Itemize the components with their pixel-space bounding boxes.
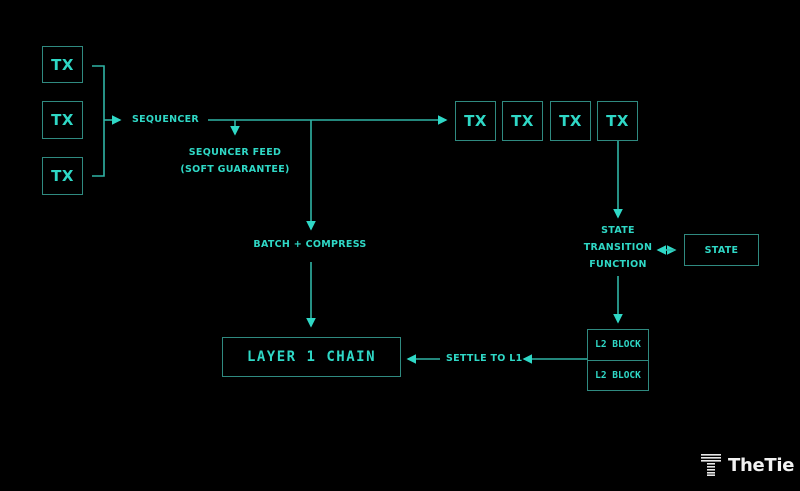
soft-guarantee-label: (SOFT GUARANTEE) (180, 164, 290, 175)
tx-label: TX (51, 111, 74, 129)
stf-label-line1: STATE (601, 225, 635, 236)
tx-label: TX (51, 55, 74, 74)
l2-block: L2 BLOCK (588, 330, 648, 361)
l2-block: L2 BLOCK (595, 369, 641, 381)
stf-label-line2: TRANSITION (583, 242, 653, 253)
layer1-chain-label: LAYER 1 CHAIN (246, 349, 377, 365)
brand-logo: TheTie (701, 454, 794, 476)
tx-label: TX (51, 167, 74, 185)
brand-name: TheTie (728, 454, 795, 476)
settle-to-l1-label: SETTLE TO L1 (446, 353, 523, 364)
thetie-logo-icon (701, 454, 721, 476)
tx-label: TX (464, 112, 487, 130)
ordered-tx-box: TX (597, 101, 638, 141)
input-tx-box: TX (42, 46, 83, 83)
sequencer-label: SEQUENCER (132, 114, 200, 125)
input-tx-box: TX (42, 101, 83, 139)
ordered-tx-box: TX (455, 101, 496, 141)
tx-label: TX (606, 112, 629, 130)
layer1-chain-box: LAYER 1 CHAIN (222, 337, 401, 377)
ordered-tx-box: TX (550, 101, 591, 141)
input-tx-box: TX (42, 157, 83, 195)
state-box: STATE (684, 234, 759, 266)
sequencer-feed-label: SEQUNCER FEED (188, 147, 282, 158)
tx-label: TX (511, 112, 534, 130)
l2-blocks-container: L2 BLOCK L2 BLOCK (587, 329, 649, 391)
stf-label-line3: FUNCTION (589, 259, 647, 270)
batch-compress-label: BATCH + COMPRESS (253, 239, 367, 250)
ordered-tx-box: TX (502, 101, 543, 141)
state-label: STATE (704, 244, 739, 256)
tx-label: TX (559, 112, 582, 130)
